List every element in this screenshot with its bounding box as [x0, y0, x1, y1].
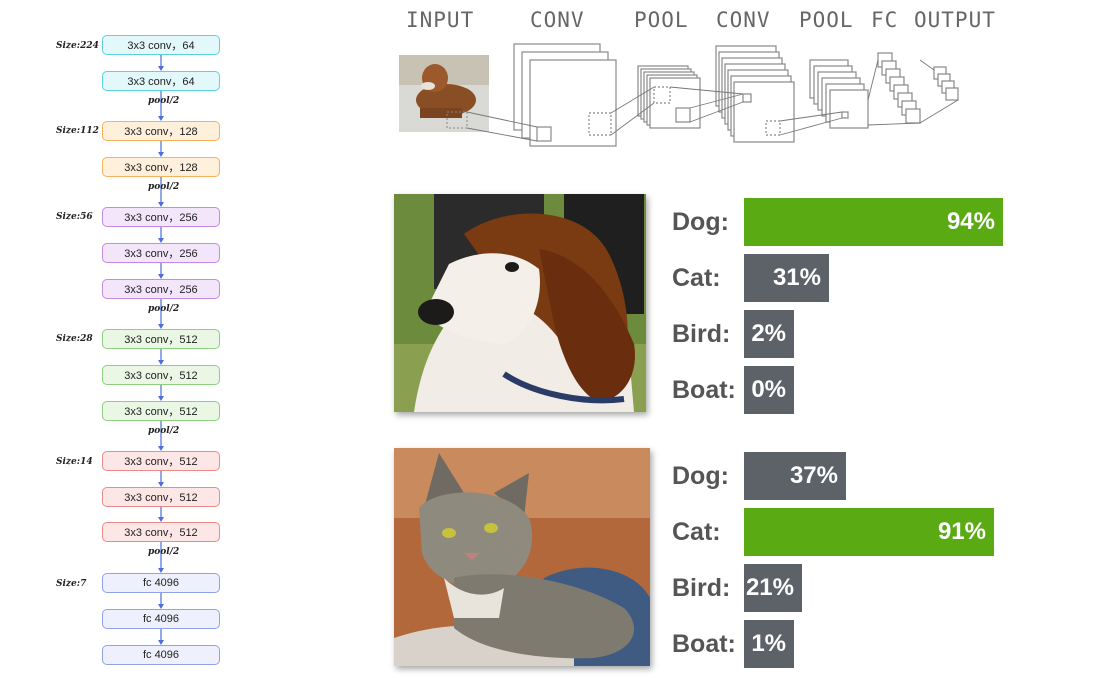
- flow-arrow-head: [158, 396, 164, 401]
- flow-arrow-head: [158, 238, 164, 243]
- stage-label-pool-1: POOL: [634, 8, 689, 32]
- layer-conv-512-1: 3x3 conv，512: [102, 329, 220, 349]
- size-label-224: Size:224: [56, 41, 99, 51]
- layer-conv-256-3: 3x3 conv，256: [102, 279, 220, 299]
- cat-illustration: [394, 448, 650, 666]
- layer-conv-512-6: 3x3 conv，512: [102, 522, 220, 542]
- score-row: Dog: 37%: [672, 452, 1072, 500]
- flow-arrow-head: [158, 274, 164, 279]
- flow-arrow-head: [158, 604, 164, 609]
- pool-label: pool/2: [148, 304, 180, 314]
- flow-arrow-head: [158, 517, 164, 522]
- class-label: Boat:: [672, 630, 736, 658]
- flow-arrow-head: [158, 116, 164, 121]
- class-label: Cat:: [672, 518, 721, 546]
- conv1-feature-maps: [513, 43, 617, 147]
- score-row: Dog: 94%: [672, 198, 1072, 246]
- probability-bar: 91%: [744, 508, 994, 556]
- probability-bar: 31%: [744, 254, 829, 302]
- stage-label-conv-1: CONV: [530, 8, 585, 32]
- flow-arrow-head: [158, 324, 164, 329]
- layer-conv-256-2: 3x3 conv，256: [102, 243, 220, 263]
- pool2-feature-maps: [809, 59, 869, 129]
- pool-label: pool/2: [148, 96, 180, 106]
- input-thumbnail: [399, 55, 489, 132]
- layer-conv-512-4: 3x3 conv，512: [102, 451, 220, 471]
- flow-arrow-head: [158, 152, 164, 157]
- class-label: Bird:: [672, 320, 731, 348]
- flow-arrow-head: [158, 446, 164, 451]
- layer-conv-128-1: 3x3 conv，128: [102, 121, 220, 141]
- stage-label-output: OUTPUT: [914, 8, 996, 32]
- output-neurons: [933, 66, 959, 101]
- flow-arrow-head: [158, 640, 164, 645]
- probability-bar: 21%: [744, 564, 802, 612]
- stage-label-conv-2: CONV: [716, 8, 771, 32]
- layer-conv-512-2: 3x3 conv，512: [102, 365, 220, 385]
- class-label: Cat:: [672, 264, 721, 292]
- flow-arrow-head: [158, 568, 164, 573]
- layer-conv-64-1: 3x3 conv，64: [102, 35, 220, 55]
- score-row: Boat: 0%: [672, 366, 1072, 414]
- class-label: Boat:: [672, 376, 736, 404]
- probability-bar: 94%: [744, 198, 1003, 246]
- score-row: Cat: 91%: [672, 508, 1072, 556]
- score-row: Boat: 1%: [672, 620, 1072, 668]
- flow-arrow-head: [158, 482, 164, 487]
- vgg-architecture-diagram: Size:224 Size:112 Size:56 Size:28 Size:1…: [0, 0, 300, 695]
- layer-conv-512-3: 3x3 conv，512: [102, 401, 220, 421]
- layer-conv-256-1: 3x3 conv，256: [102, 207, 220, 227]
- probability-bar: 0%: [744, 366, 794, 414]
- size-label-56: Size:56: [56, 212, 93, 222]
- cat-photo: [394, 448, 650, 666]
- dog-photo: [394, 194, 646, 412]
- fc-neurons: [877, 52, 921, 124]
- stage-label-input: INPUT: [406, 8, 475, 32]
- conv2-feature-maps: [715, 45, 795, 143]
- layer-fc-1: fc 4096: [102, 573, 220, 593]
- flow-arrow-head: [158, 360, 164, 365]
- probability-bar: 1%: [744, 620, 794, 668]
- score-row: Cat: 31%: [672, 254, 1072, 302]
- vgg-arrows: [158, 55, 164, 645]
- layer-fc-3: fc 4096: [102, 645, 220, 665]
- pool-label: pool/2: [148, 182, 180, 192]
- flow-arrow-head: [158, 202, 164, 207]
- dog-illustration: [394, 194, 646, 412]
- flow-arrow-head: [158, 66, 164, 71]
- layer-conv-128-2: 3x3 conv，128: [102, 157, 220, 177]
- probability-bar: 2%: [744, 310, 794, 358]
- stage-label-pool-2: POOL: [799, 8, 854, 32]
- size-label-14: Size:14: [56, 457, 93, 467]
- class-label: Dog:: [672, 208, 729, 236]
- size-label-28: Size:28: [56, 334, 93, 344]
- pool-label: pool/2: [148, 426, 180, 436]
- score-row: Bird: 2%: [672, 310, 1072, 358]
- score-row: Bird: 21%: [672, 564, 1072, 612]
- size-label-112: Size:112: [56, 126, 99, 136]
- connector-lines: [466, 59, 959, 142]
- probability-bar: 37%: [744, 452, 846, 500]
- stage-label-fc: FC: [871, 8, 899, 32]
- layer-conv-64-2: 3x3 conv，64: [102, 71, 220, 91]
- pool1-feature-maps: [637, 65, 701, 129]
- cnn-pipeline-diagram: INPUT CONV POOL CONV POOL FC OUTPUT: [390, 0, 1010, 160]
- layer-fc-2: fc 4096: [102, 609, 220, 629]
- size-label-7: Size:7: [56, 579, 87, 589]
- cnn-layers-drawing: [399, 43, 959, 147]
- class-label: Bird:: [672, 574, 731, 602]
- layer-conv-512-5: 3x3 conv，512: [102, 487, 220, 507]
- pool-label: pool/2: [148, 547, 180, 557]
- class-label: Dog:: [672, 462, 729, 490]
